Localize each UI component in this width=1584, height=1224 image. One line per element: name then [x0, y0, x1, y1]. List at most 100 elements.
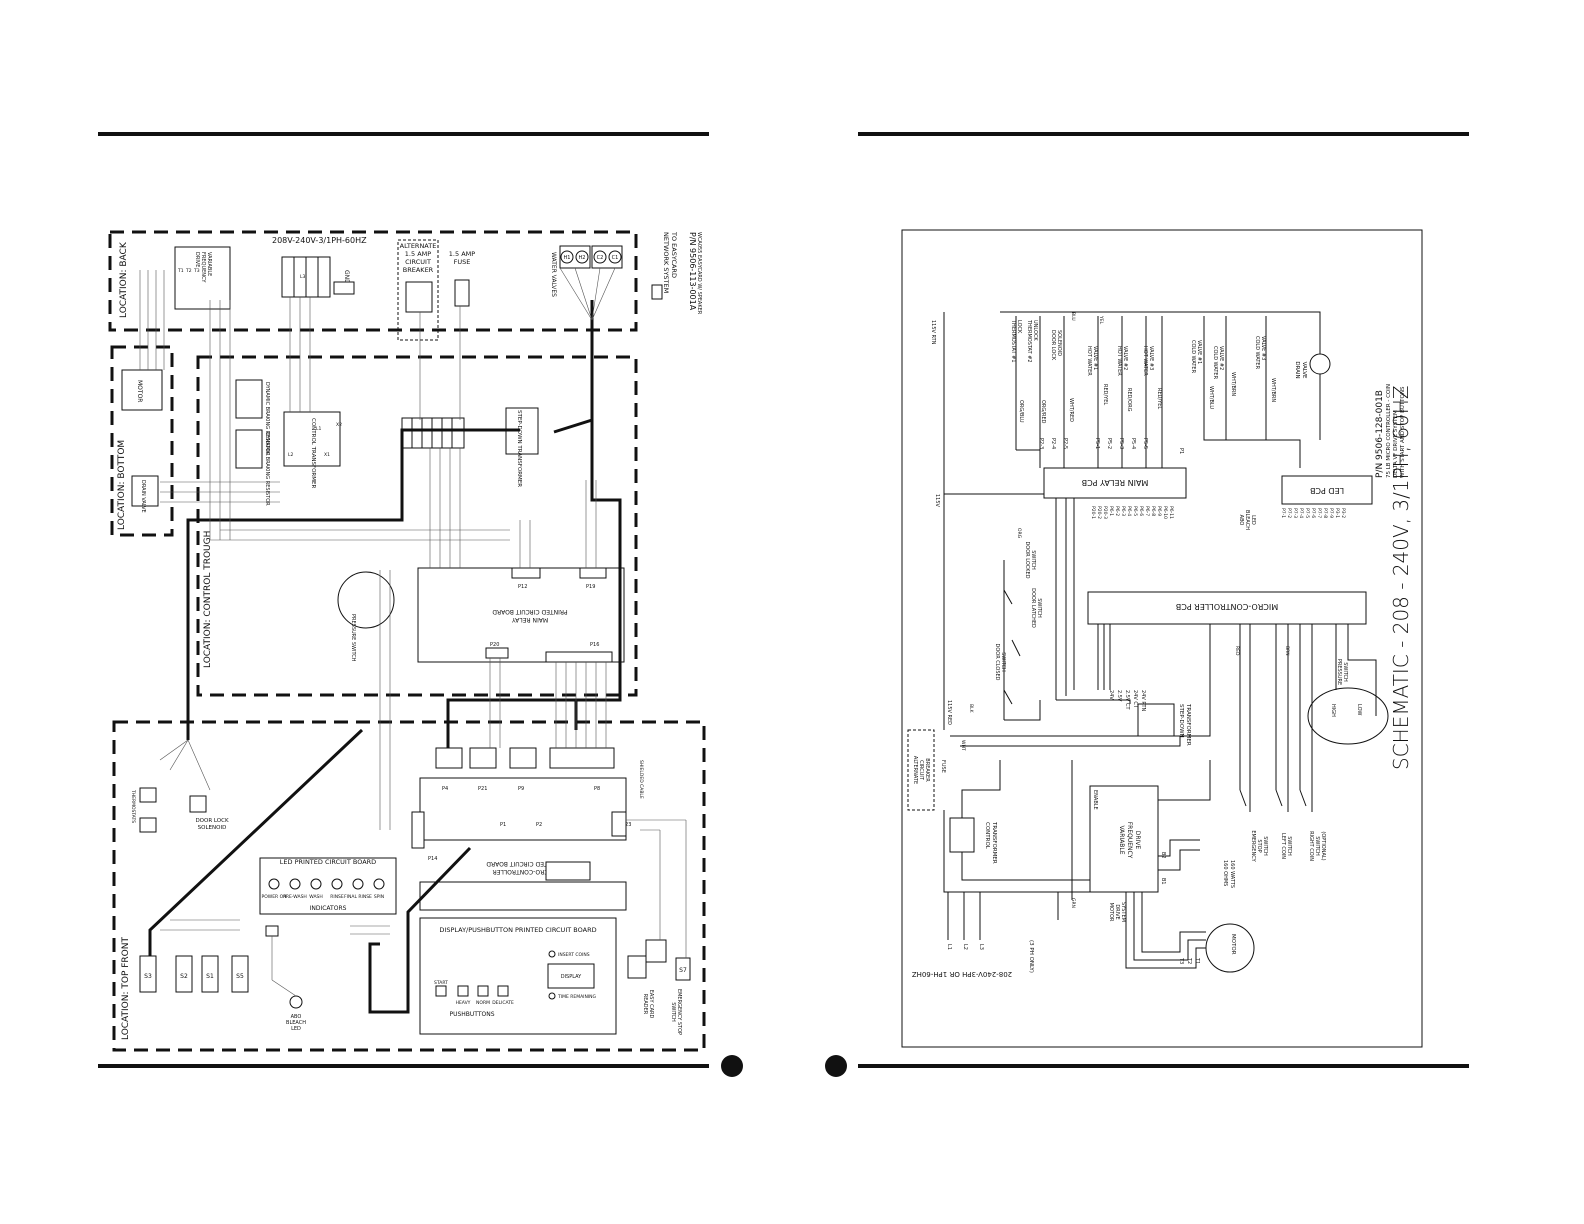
left-part-number: P/N 9506-113-001A	[688, 232, 697, 311]
braking-resistor-1	[235, 379, 263, 419]
zone-label-top-front: LOCATION: TOP FRONT	[121, 937, 131, 1040]
connector-p8	[549, 747, 615, 769]
valve-h2: H2	[579, 255, 586, 261]
pushbuttons-label: PUSHBUTTONS	[449, 1011, 494, 1018]
alternate-breaker-label: ALTERNATE 1.5 AMP CIRCUIT BREAKER	[400, 242, 437, 274]
indicator-spin: SPIN	[374, 894, 384, 900]
connector-p19	[579, 567, 607, 579]
left-bottom-rule	[98, 1064, 709, 1068]
svg-text:NETWORK SYSTEM: NETWORK SYSTEM	[662, 232, 670, 293]
door-lock-solenoid-label: DOOR LOCK SOLENOID	[195, 818, 229, 831]
pushbutton-start: START	[434, 980, 448, 986]
connector-p12	[511, 567, 541, 579]
term-t3: T3	[193, 268, 200, 274]
svg-text:VARIABLE: VARIABLE	[206, 252, 212, 276]
svg-text:LED: LED	[291, 1026, 301, 1032]
connector-p16	[545, 651, 613, 663]
left-top-rule	[98, 132, 709, 136]
braking-resistor-label-2: DYNAMIC BRAKING RESISTOR	[264, 432, 270, 506]
conn-label-p9: P9	[518, 786, 524, 792]
pushbutton-norm: NORM	[476, 1000, 490, 1006]
svg-text:ALTERNATE: ALTERNATE	[400, 242, 437, 250]
abo-bleach-label: ABO BLEACH LED	[286, 1014, 306, 1032]
conn-label-p20: P20	[490, 642, 499, 648]
display-board-label: DISPLAY/PUSHBUTTON PRINTED CIRCUIT BOARD	[439, 926, 596, 934]
zone-label-control-trough: LOCATION: CONTROL TROUGH	[203, 531, 213, 668]
main-harness	[148, 300, 622, 1014]
svg-text:DOOR LOCK: DOOR LOCK	[195, 818, 229, 824]
indicator-rinse: RINSE	[330, 894, 344, 900]
term-l1: L1	[316, 426, 322, 432]
svg-text:DRIVE: DRIVE	[194, 252, 200, 267]
gnd-label: GND	[343, 270, 350, 284]
zone-label-back: LOCATION: BACK	[119, 241, 129, 318]
motor-label: MOTOR	[136, 380, 143, 402]
conn-label-p21: P21	[478, 786, 487, 792]
control-transformer	[283, 411, 341, 467]
zone-back	[108, 230, 638, 332]
display-window	[547, 963, 595, 989]
vfd-box	[174, 246, 231, 310]
term-x1: X1	[324, 452, 330, 458]
pushbutton-delicate: DELICATE	[492, 1000, 514, 1006]
term-t1: T1	[177, 268, 184, 274]
main-relay-board	[417, 567, 625, 663]
thermostat-2	[139, 817, 157, 833]
left-page-marker	[721, 1055, 743, 1077]
switch-group	[139, 955, 691, 993]
term-x2: X2	[336, 422, 342, 428]
switch-s5: S5	[236, 973, 244, 980]
term-l3: L3	[300, 274, 306, 280]
emergency-stop-label: EMERGENCY STOP SWITCH	[670, 989, 682, 1035]
abo-bleach-led	[289, 995, 303, 1009]
conn-label-p12: P12	[518, 584, 527, 590]
left-part-desc: WCA055 EASYCARD W/ SPEAKER	[696, 232, 702, 315]
led-header	[265, 925, 279, 937]
right-page-marker	[825, 1055, 847, 1077]
switch-s7: S7	[679, 967, 687, 974]
svg-text:MICRO-CONTROLLER: MICRO-CONTROLLER	[493, 868, 556, 875]
conn-label-p23: P23	[622, 822, 631, 828]
micro-controller-board	[419, 881, 627, 911]
network-box	[651, 284, 663, 300]
led-board-label: LED PRINTED CIRCUIT BOARD	[280, 858, 376, 866]
easy-card-reader-label: EASY CARD READER	[642, 990, 654, 1019]
easy-card-connector	[645, 939, 667, 963]
svg-text:PRINTED CIRCUIT BOARD: PRINTED CIRCUIT BOARD	[486, 860, 562, 867]
connector-p14	[411, 811, 425, 849]
network-label: TO EASYCARD NETWORK SYSTEM	[662, 231, 678, 293]
valve-c2: C2	[597, 255, 604, 261]
display-label: DISPLAY	[561, 974, 582, 980]
svg-text:FREQUENCY: FREQUENCY	[200, 252, 206, 283]
shielded-cable-label: SHIELDED CABLE	[638, 760, 644, 799]
connector-p23	[611, 811, 627, 837]
vfd-label: VARIABLE FREQUENCY DRIVE	[194, 252, 212, 283]
svg-text:ABO: ABO	[291, 1014, 302, 1020]
pressure-switch-label: PRESSURE SWITCH	[350, 614, 356, 662]
drain-valve-box	[131, 475, 159, 507]
zone-top-front	[112, 720, 706, 1052]
connector-p21	[469, 747, 497, 769]
conn-label-p2: P2	[536, 822, 542, 828]
time-remaining-label: TIME REMAINING	[557, 994, 597, 1000]
main-relay-label: MAIN RELAY PRINTED CIRCUIT BOARD	[492, 608, 568, 623]
term-l2: L2	[288, 452, 294, 458]
motor-box	[121, 369, 163, 411]
water-valves-label: WATER VALVES	[550, 252, 557, 297]
svg-text:1.5 AMP: 1.5 AMP	[449, 250, 475, 258]
thermostat-1	[139, 787, 157, 803]
svg-text:TO EASYCARD: TO EASYCARD	[670, 231, 678, 278]
switch-s3: S3	[144, 973, 152, 980]
indicator-wash: WASH	[309, 894, 323, 900]
pushbutton-heavy: HEAVY	[456, 1000, 471, 1006]
zone-control-trough	[196, 355, 638, 697]
svg-text:FUSE: FUSE	[454, 258, 471, 266]
conn-label-p4: P4	[442, 786, 448, 792]
svg-text:PRINTED CIRCUIT BOARD: PRINTED CIRCUIT BOARD	[492, 608, 568, 615]
connector-p4	[435, 747, 463, 769]
terminal-strip	[401, 417, 465, 449]
micro-controller-label: MICRO-CONTROLLER PRINTED CIRCUIT BOARD	[486, 860, 562, 875]
indicator-leds	[268, 878, 385, 890]
control-transformer-label: CONTROL TRANSFORMER	[310, 418, 316, 488]
